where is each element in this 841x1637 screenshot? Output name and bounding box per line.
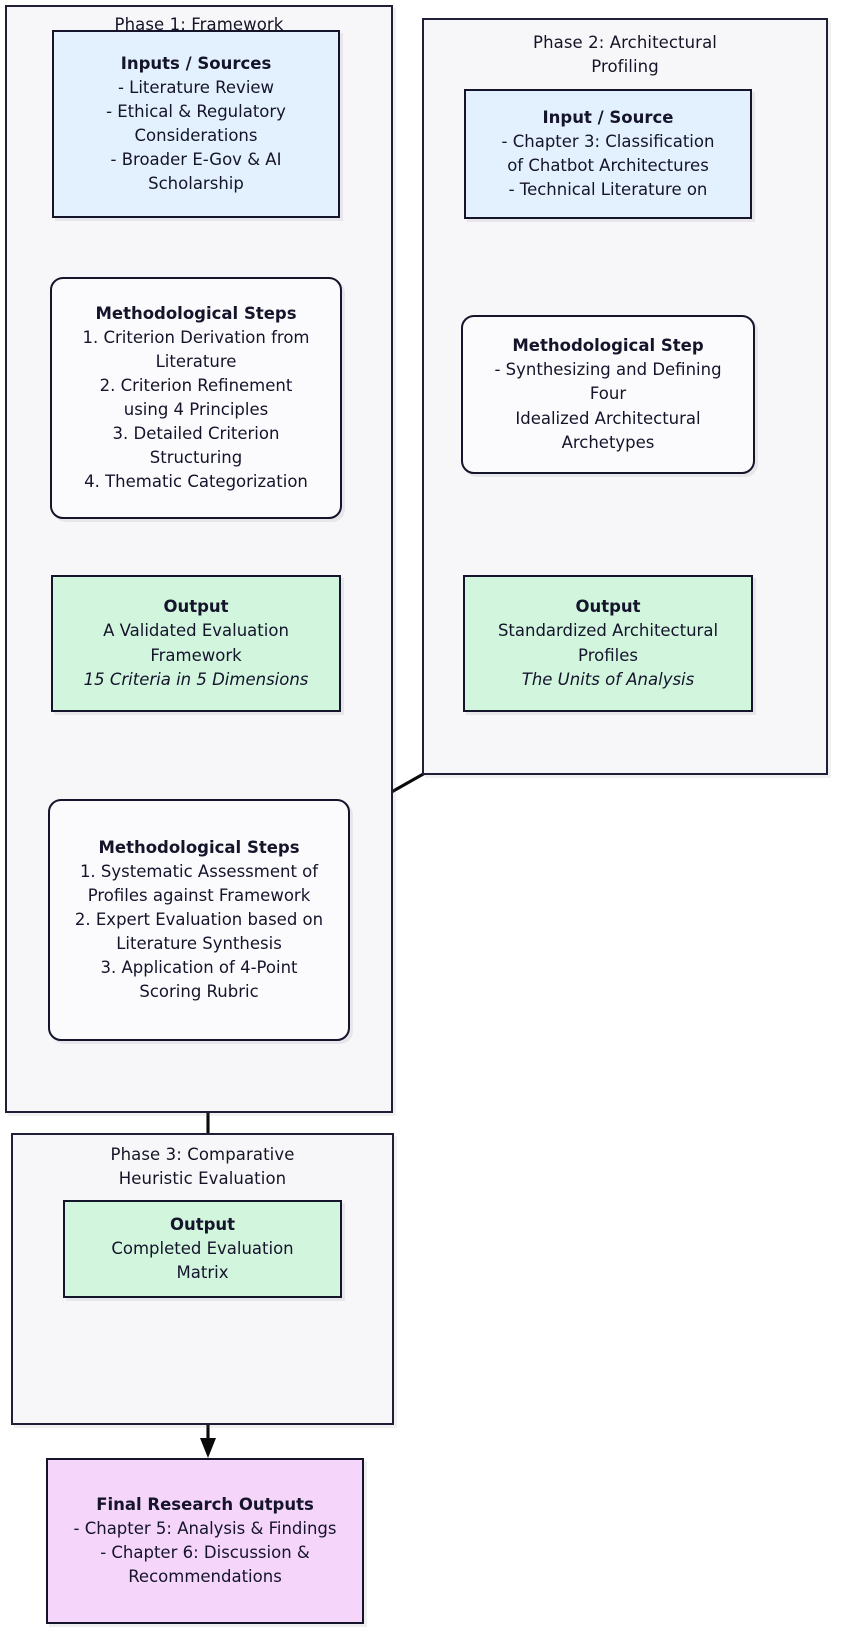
node-title: Output — [575, 597, 641, 617]
node-line: of Chatbot Architectures — [507, 156, 709, 175]
node-line: - Chapter 3: Classification — [501, 131, 715, 151]
node-emphasis: 15 Criteria in 5 Dimensions — [83, 669, 309, 689]
node-line: Archetypes — [561, 432, 655, 452]
cluster-phase-1-label: Phase 1: Framework — [114, 15, 284, 34]
cluster-phase-3-label: Phase 3: Comparative Heuristic Evaluatio… — [110, 1145, 295, 1188]
node-line: - Chapter 6: Discussion & — [100, 1543, 310, 1562]
node-line: Profiles — [578, 645, 638, 665]
node-line: Completed Evaluation — [111, 1238, 294, 1258]
node-line: Structuring — [149, 448, 243, 468]
node-line: Scoring Rubric — [139, 982, 259, 1002]
node-line: Literature — [155, 351, 237, 371]
node-title: Input / Source — [542, 107, 674, 127]
node-line: - Synthesizing and Defining — [494, 360, 722, 380]
node-line: - Broader E-Gov & AI — [110, 150, 282, 170]
node-line: Four — [589, 384, 627, 404]
node-line: Matrix — [176, 1263, 229, 1283]
node-line: - Ethical & Regulatory — [106, 101, 286, 121]
cluster-phase-2-label: Phase 2: Architectural Profiling — [533, 33, 717, 76]
node-phase3-output[interactable]: Output Completed Evaluation Matrix — [63, 1200, 342, 1298]
node-emphasis: The Units of Analysis — [521, 669, 695, 689]
node-line: Standardized Architectural — [497, 621, 719, 641]
node-phase2-methodological-step[interactable]: Methodological Step - Synthesizing and D… — [461, 315, 755, 474]
node-title: Inputs / Sources — [120, 53, 272, 73]
node-line: Idealized Architectural — [515, 408, 701, 428]
node-phase2-output[interactable]: Output Standardized Architectural Profil… — [463, 575, 753, 712]
node-final-research-outputs[interactable]: Final Research Outputs - Chapter 5: Anal… — [46, 1458, 364, 1624]
node-phase1-output[interactable]: Output A Validated Evaluation Framework … — [51, 575, 341, 712]
node-line: Framework — [150, 645, 242, 665]
node-line: 3. Application of 4-Point — [100, 958, 298, 978]
node-line: Scholarship — [148, 174, 244, 194]
node-line: 3. Detailed Criterion — [112, 424, 280, 444]
node-line: - Chapter 5: Analysis & Findings — [73, 1518, 337, 1538]
node-line: 1. Systematic Assessment of — [79, 861, 319, 881]
node-title: Output — [169, 1214, 236, 1234]
node-phase1-methodological-steps[interactable]: Methodological Steps 1. Criterion Deriva… — [50, 277, 342, 519]
node-line: - Technical Literature on — [508, 180, 708, 200]
node-line: 4. Thematic Categorization — [84, 472, 308, 492]
node-title: Methodological Steps — [98, 837, 300, 857]
node-line: Recommendations — [128, 1567, 282, 1587]
node-title: Final Research Outputs — [96, 1494, 314, 1514]
node-title: Output — [163, 597, 229, 617]
node-line: 2. Criterion Refinement — [99, 375, 293, 395]
node-line: A Validated Evaluation — [103, 621, 289, 641]
node-line: using 4 Principles — [123, 400, 269, 419]
node-line: 2. Expert Evaluation based on — [74, 909, 324, 929]
node-phase3-methodological-steps[interactable]: Methodological Steps 1. Systematic Asses… — [48, 799, 350, 1041]
node-line: Literature Synthesis — [116, 934, 282, 954]
node-line: Considerations — [134, 126, 258, 145]
node-line: - Literature Review — [117, 77, 275, 97]
node-phase1-inputs[interactable]: Inputs / Sources - Literature Review - E… — [52, 30, 340, 218]
node-line: 1. Criterion Derivation from — [82, 327, 310, 347]
node-title: Methodological Steps — [95, 303, 297, 323]
node-title: Methodological Step — [512, 336, 704, 356]
node-phase2-input[interactable]: Input / Source - Chapter 3: Classificati… — [464, 89, 752, 219]
node-line: Profiles against Framework — [87, 885, 311, 905]
